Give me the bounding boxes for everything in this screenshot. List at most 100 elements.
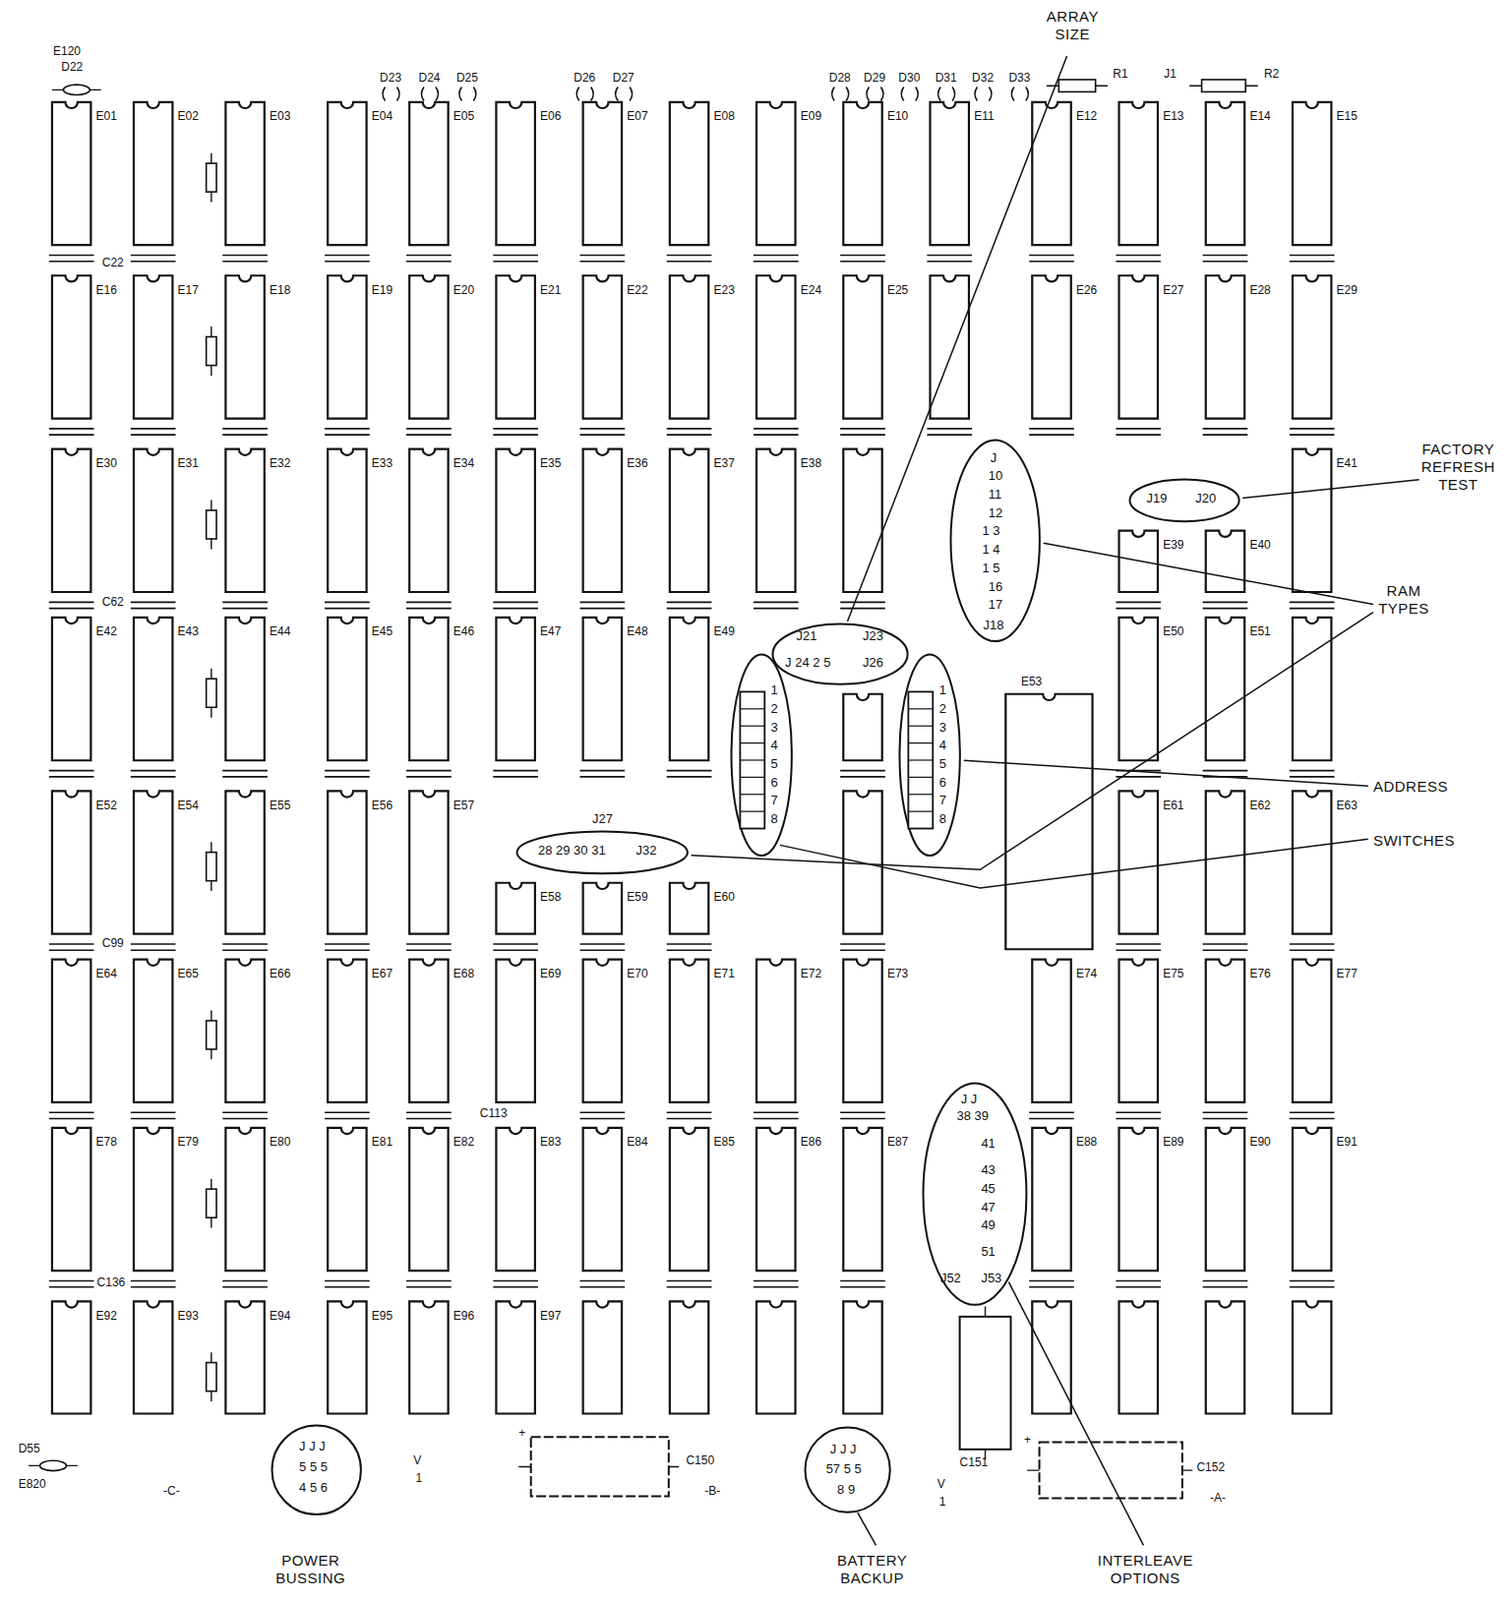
- ic-chip: [1119, 790, 1158, 934]
- ic-chip: [409, 1128, 448, 1271]
- capacitor-symbol: [753, 1111, 799, 1114]
- chip-designator: E15: [1336, 110, 1358, 124]
- capacitor-symbol: [49, 1118, 95, 1121]
- diode-symbol: [62, 84, 90, 95]
- chip-designator: E73: [887, 967, 908, 982]
- capacitor-symbol: [49, 260, 95, 263]
- diode-symbol: [915, 86, 919, 101]
- capacitor-symbol: [222, 1280, 268, 1283]
- callout-label: SWITCHES: [1373, 832, 1455, 850]
- capacitor-symbol: [130, 602, 177, 604]
- resistor-symbol: [206, 678, 217, 708]
- dip-switch-divider: [908, 742, 934, 744]
- resistor-symbol: [1202, 79, 1247, 92]
- pin-label: J19: [1146, 491, 1168, 507]
- resistor-symbol: [206, 852, 217, 882]
- capacitor-symbol: [1203, 1118, 1249, 1121]
- pin-label: J26: [862, 656, 884, 671]
- ic-chip: [1119, 275, 1158, 419]
- capacitor-symbol: [666, 433, 713, 436]
- chip-designator: E80: [269, 1136, 291, 1150]
- capacitor-symbol: [1289, 607, 1335, 610]
- ic-chip: [225, 1128, 264, 1271]
- capacitor-symbol: [926, 433, 972, 436]
- capacitor-symbol: [49, 254, 95, 257]
- capacitor-symbol: [222, 607, 268, 610]
- capacitor-symbol: [753, 433, 799, 436]
- capacitor-symbol: [130, 770, 177, 773]
- chip-designator: E70: [626, 967, 648, 982]
- capacitor-symbol: [49, 949, 95, 952]
- ic-chip: [669, 617, 709, 761]
- dip-switch-bank: [908, 692, 934, 830]
- part-designator: C22: [102, 256, 124, 271]
- capacitor-symbol: [926, 260, 972, 263]
- ic-chip: [1206, 1301, 1245, 1414]
- part-designator: C152: [1196, 1461, 1225, 1476]
- chip-designator: E26: [1076, 284, 1097, 299]
- ic-chip: [583, 1301, 622, 1414]
- part-designator: D22: [60, 60, 83, 75]
- capacitor-symbol: [49, 1286, 95, 1289]
- part-designator: D29: [863, 71, 886, 86]
- capacitor-symbol: [222, 770, 268, 773]
- ic-chip: [843, 102, 882, 245]
- chip-designator: E40: [1249, 539, 1270, 553]
- leader-line: [780, 839, 1369, 889]
- capacitor-symbol: [1028, 427, 1075, 430]
- capacitor-symbol: [324, 260, 370, 263]
- pin-label: 7: [939, 793, 947, 809]
- dip-switch-divider: [908, 708, 934, 710]
- capacitor-symbol: [580, 427, 626, 430]
- chip-designator: E39: [1162, 539, 1184, 553]
- chip-designator: E83: [540, 1136, 561, 1150]
- pin-label: 45: [980, 1182, 995, 1198]
- chip-designator: E31: [178, 457, 199, 472]
- capacitor-symbol: [130, 949, 177, 952]
- chip-designator: E41: [1336, 457, 1358, 472]
- ic-chip: [225, 102, 264, 245]
- ic-chip: [409, 617, 448, 761]
- capacitor-symbol: [1115, 427, 1161, 430]
- leader-line: [846, 56, 1067, 622]
- capacitor-symbol: [1203, 433, 1249, 436]
- ic-chip: [1119, 960, 1158, 1103]
- capacitor-symbol: [580, 254, 626, 257]
- chip-designator: E17: [178, 284, 199, 299]
- capacitor-symbol: [1203, 943, 1249, 946]
- chip-designator: E90: [1249, 1136, 1270, 1150]
- capacitor-symbol: [840, 1286, 886, 1289]
- chip-designator: E59: [626, 891, 648, 906]
- capacitor-symbol: [324, 1118, 370, 1121]
- chip-designator: E56: [371, 799, 393, 814]
- capacitor-symbol: [324, 776, 370, 779]
- capacitor-symbol: [406, 776, 452, 779]
- diode-symbol: [866, 86, 870, 101]
- chip-designator: E42: [96, 625, 118, 640]
- chip-designator: E84: [626, 1136, 648, 1150]
- chip-designator: E22: [626, 284, 648, 299]
- callout-label: ADDRESS: [1373, 778, 1449, 796]
- dip-switch-divider: [908, 725, 934, 727]
- ic-chip: [327, 960, 366, 1103]
- capacitor-symbol: [324, 433, 370, 436]
- chip-designator: E58: [540, 891, 561, 906]
- capacitor-symbol: [666, 1111, 713, 1114]
- chip-designator: E28: [1249, 284, 1270, 299]
- pin-label: J 24 2 5: [784, 656, 831, 671]
- resistor-symbol: [206, 1021, 217, 1050]
- chip-designator: E10: [887, 110, 908, 124]
- ic-chip: [1292, 1301, 1331, 1414]
- ic-chip: [756, 960, 795, 1103]
- pin-label: 47: [980, 1201, 995, 1216]
- pin-label: 1 3: [981, 524, 1000, 540]
- pin-label: J18: [982, 618, 1004, 634]
- pin-label: 4: [771, 738, 779, 754]
- chip-designator: E32: [269, 457, 291, 472]
- part-designator: E53: [1021, 675, 1042, 690]
- capacitor-symbol: [1203, 949, 1249, 952]
- chip-designator: E89: [1162, 1136, 1184, 1150]
- pin-label: 6: [939, 776, 947, 791]
- chip-designator: E37: [713, 457, 734, 472]
- chip-designator: E94: [269, 1310, 291, 1325]
